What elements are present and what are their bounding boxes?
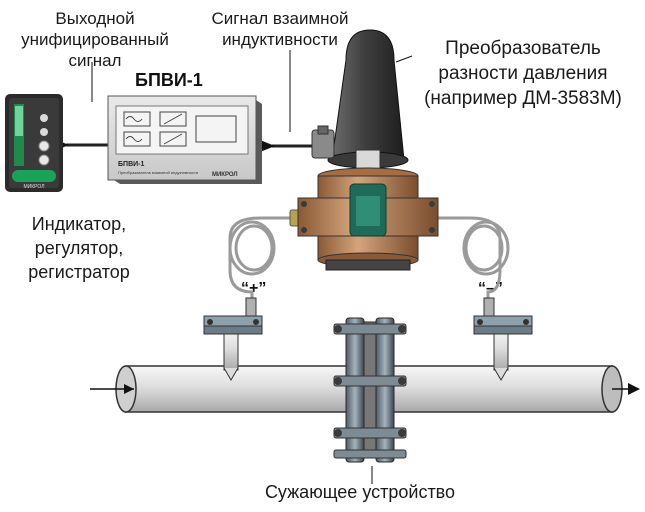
bpvi-panel-subtitle: Преобразователь взаимной индуктивности xyxy=(118,170,198,175)
output-signal-label: Выходной унифицированный сигнал xyxy=(2,8,188,71)
converter-line-2: разности давления xyxy=(438,63,608,84)
right-tap-valve xyxy=(473,297,533,381)
left-tap-valve xyxy=(203,297,263,381)
left-impulse-line xyxy=(228,216,300,318)
pressure-converter xyxy=(297,29,439,271)
bpvi-panel: БПВИ-1 Преобразователь взаимной индуктив… xyxy=(107,95,262,184)
converter-leader xyxy=(395,55,413,63)
mutual-inductance-line-2: индуктивности xyxy=(222,30,338,49)
output-signal-line-2: унифицированный xyxy=(21,30,169,49)
right-impulse-line xyxy=(428,216,510,318)
bpvi-title: БПВИ-1 xyxy=(135,70,203,90)
svg-text:МИКРОЛ: МИКРОЛ xyxy=(23,184,44,190)
bpvi-panel-brand: МИКРОЛ xyxy=(212,172,238,178)
converter-line-3: (например ДМ-3583М) xyxy=(424,88,622,109)
indicator-line-1: Индикатор, xyxy=(31,214,127,234)
mutual-inductance-label: Сигнал взаимной индуктивности xyxy=(190,8,370,50)
bpvi-panel-name: БПВИ-1 xyxy=(118,161,144,168)
indicator-line-2: регулятор, xyxy=(34,238,124,258)
mutual-inductance-line-1: Сигнал взаимной xyxy=(211,9,349,28)
orifice-flange xyxy=(333,317,407,463)
narrowing-device-label: Сужающее устройство xyxy=(264,482,456,502)
converter-line-1: Преобразователь xyxy=(445,38,601,59)
indicator-device: МИКРОЛ xyxy=(5,94,63,192)
indicator-label: Индикатор, регулятор, регистратор xyxy=(4,212,154,284)
indicator-line-3: регистратор xyxy=(28,262,130,282)
output-signal-line-3: сигнал xyxy=(68,51,122,70)
output-signal-line-1: Выходной xyxy=(55,9,135,28)
converter-label: Преобразователь разности давления (напри… xyxy=(405,36,641,111)
